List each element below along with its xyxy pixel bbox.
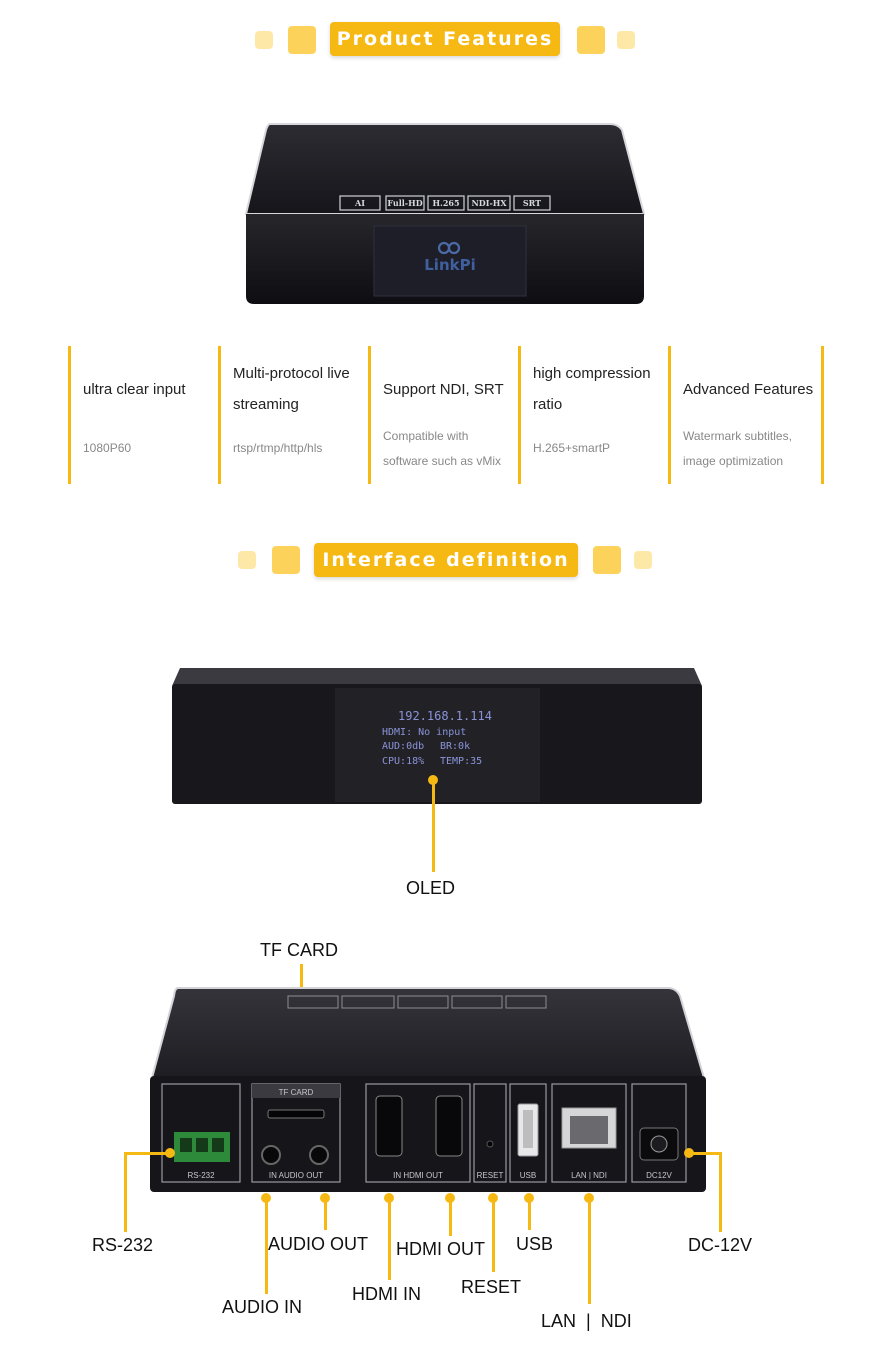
device-front-image: 192.168.1.114 HDMI: No input AUD:0db BR:… [172, 668, 702, 804]
dc12v-callout: DC-12V [688, 1235, 753, 1255]
panel-label-usb: USB [520, 1171, 536, 1180]
panel-label-dc: DC12V [646, 1171, 672, 1180]
rs232-callout: RS-232 [92, 1235, 154, 1255]
decor-square [577, 26, 605, 54]
decor-square [272, 546, 300, 574]
section-title: Interface definition [314, 543, 578, 577]
brand-text: LinkPi [424, 256, 476, 274]
lan-ndi-callout: LAN | NDI [541, 1311, 632, 1331]
hdmi-in-lead [388, 1198, 391, 1280]
decor-square [255, 31, 273, 49]
lan-lead [588, 1198, 591, 1304]
audio-out-callout: AUDIO OUT [268, 1234, 369, 1254]
panel-label-audio: IN AUDIO OUT [269, 1171, 323, 1180]
feature-subtitle: 1080P60 [83, 441, 132, 455]
oled-line: CPU:18% [382, 756, 424, 767]
decor-square [634, 551, 652, 569]
audio-out-lead [324, 1198, 327, 1230]
hdmi-out-callout: HDMI OUT [396, 1239, 485, 1259]
badge-ai: AI [354, 198, 365, 208]
oled-lead [432, 780, 435, 872]
oled-line: HDMI: No input [382, 727, 466, 738]
rs232-lead [124, 1152, 168, 1155]
badge-ndihx: NDI-HX [471, 198, 507, 208]
decor-square [593, 546, 621, 574]
section-title: Product Features [330, 22, 560, 56]
device-rear-image: TF CARD RS-232 IN AUDIO OUT IN HDMI OUT … [150, 987, 706, 1192]
oled-label: OLED [406, 878, 456, 898]
feature-subtitle: H.265+smartP [533, 441, 611, 455]
decor-square [617, 31, 635, 49]
feature-subtitle: Watermark subtitles, image optimization [683, 429, 792, 468]
feature-item: high compression ratio H.265+smartP [518, 346, 668, 484]
linkpi-logo-icon [437, 241, 461, 255]
feature-item: Multi-protocol live streaming rtsp/rtmp/… [218, 346, 368, 484]
panel-label-tf: TF CARD [279, 1088, 314, 1097]
interface-definition-header: Interface definition [0, 543, 870, 583]
oled-ip: 192.168.1.114 [398, 709, 492, 723]
decor-square [288, 26, 316, 54]
feature-item: Advanced Features Watermark subtitles, i… [668, 346, 824, 484]
feature-subtitle: rtsp/rtmp/http/hls [233, 441, 323, 455]
feature-title: Multi-protocol live streaming [233, 365, 350, 413]
panel-label-reset: RESET [477, 1171, 504, 1180]
audio-in-lead [265, 1198, 268, 1294]
usb-callout: USB [516, 1234, 554, 1254]
oled-line: BR:0k [440, 741, 470, 752]
badge-fullhd: Full-HD [387, 198, 422, 208]
panel-label-rs232: RS-232 [187, 1171, 215, 1180]
usb-lead [528, 1198, 531, 1230]
panel-label-hdmi: IN HDMI OUT [393, 1171, 443, 1180]
decor-square [238, 551, 256, 569]
rs232-marker [165, 1148, 175, 1158]
reset-callout: RESET [461, 1277, 522, 1297]
product-features-header: Product Features [0, 22, 870, 62]
dc12v-lead [688, 1152, 722, 1155]
feature-item: ultra clear input 1080P60 [68, 346, 218, 484]
panel-label-lan: LAN | NDI [571, 1171, 607, 1180]
reset-lead [492, 1198, 495, 1272]
feature-title: high compression ratio [533, 365, 651, 413]
feature-title: Support NDI, SRT [383, 381, 504, 398]
device-top-image: AI Full-HD H.265 NDI-HX SRT LinkPi [244, 123, 646, 304]
rs232-lead [124, 1152, 127, 1232]
tf-card-callout: TF CARD [260, 940, 338, 960]
dc12v-lead [719, 1152, 722, 1232]
oled-screen: 192.168.1.114 HDMI: No input AUD:0db BR:… [382, 709, 492, 767]
feature-title: Advanced Features [683, 381, 814, 398]
oled-line: AUD:0db [382, 741, 424, 752]
hdmi-in-callout: HDMI IN [352, 1284, 421, 1304]
feature-item: Support NDI, SRT Compatible with softwar… [368, 346, 518, 484]
badge-srt: SRT [523, 198, 541, 208]
oled-line: TEMP:35 [440, 756, 482, 767]
feature-subtitle: Compatible with software such as vMix [383, 429, 502, 468]
hdmi-out-lead [449, 1198, 452, 1236]
feature-title: ultra clear input [83, 381, 186, 398]
features-row: ultra clear input 1080P60 Multi-protocol… [68, 346, 828, 484]
badge-h265: H.265 [432, 198, 459, 208]
audio-in-callout: AUDIO IN [222, 1297, 303, 1317]
